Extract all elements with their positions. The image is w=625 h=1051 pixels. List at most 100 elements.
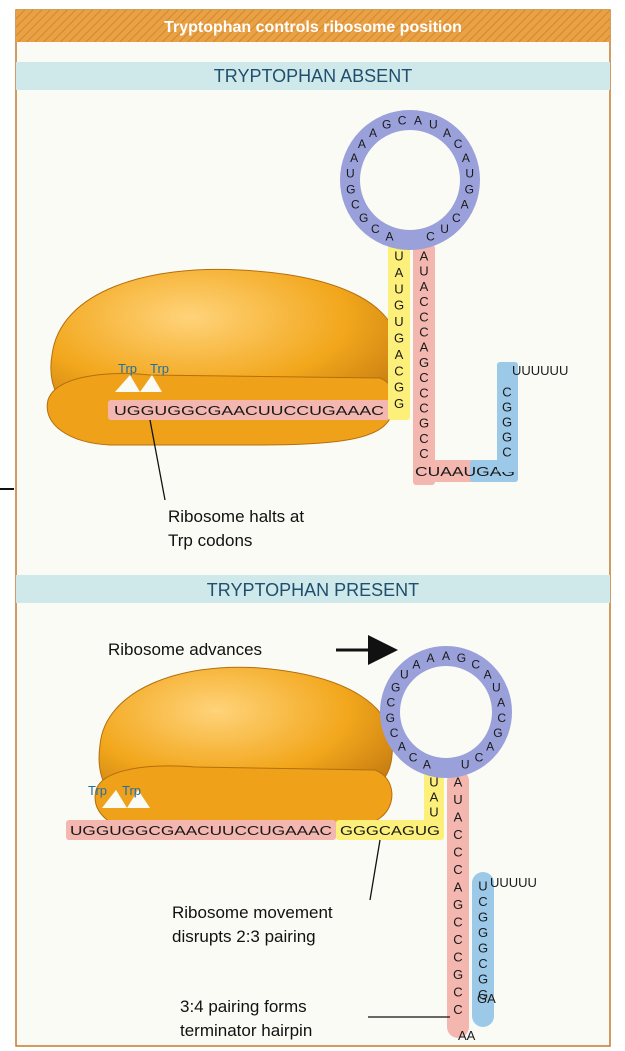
stem4-nucleotide: G: [502, 415, 512, 430]
stem4-nucleotide: C: [502, 385, 511, 400]
stem3-nucleotide: C: [453, 985, 462, 1000]
loop-nucleotide: C: [390, 726, 399, 740]
stem3-nucleotide: A: [454, 880, 463, 895]
banner-title: Tryptophan controls ribosome position: [164, 19, 462, 36]
ribosome-present: [95, 667, 392, 836]
loop-nucleotide: C: [371, 222, 380, 236]
trp-label-present-2: Trp: [122, 783, 141, 798]
loop-nucleotide: A: [442, 649, 450, 663]
loop-nucleotide: A: [358, 137, 366, 151]
trp-label-absent-1: Trp: [118, 361, 137, 376]
stem3-nucleotide: U: [419, 264, 428, 279]
halt-note-line1: Ribosome halts at: [168, 507, 304, 526]
stem4-nucleotide: G: [478, 972, 488, 987]
stem2-nucleotide: G: [394, 396, 404, 411]
stem2-nucleotide: U: [394, 314, 403, 329]
loop-nucleotide: A: [350, 151, 358, 165]
stem4-nucleotide: G: [502, 400, 512, 415]
stem3-nucleotide: C: [419, 431, 428, 446]
stem2-nucleotide: G: [394, 298, 404, 313]
stem2-nucleotide: U: [394, 249, 403, 264]
loop-nucleotide: A: [423, 758, 431, 772]
stem2-nucleotide: U: [394, 281, 403, 296]
loop-nucleotide: C: [454, 137, 463, 151]
halt-note-line2: Trp codons: [168, 531, 252, 550]
stem3-nucleotide: C: [419, 446, 428, 461]
loop-nucleotide: C: [475, 750, 484, 764]
stem4-nucleotide: G: [478, 925, 488, 940]
loop-nucleotide: G: [359, 211, 368, 225]
stem2-nucleotide: U: [429, 805, 438, 820]
loop-nucleotide: A: [461, 198, 469, 212]
loop-nucleotide: C: [497, 711, 506, 725]
stem3-nucleotide: C: [453, 845, 462, 860]
hairpin-ga: GA: [477, 991, 496, 1006]
stem3-nucleotide: G: [419, 416, 429, 431]
loop-nucleotide: A: [414, 114, 422, 128]
advance-label: Ribosome advances: [108, 640, 262, 659]
loop-nucleotide: A: [398, 739, 406, 753]
loop-nucleotide: G: [346, 182, 355, 196]
loop-nucleotide: G: [386, 711, 395, 725]
loop-nucleotide: G: [457, 651, 466, 665]
loop-nucleotide: U: [461, 758, 470, 772]
loop-nucleotide: U: [492, 680, 501, 694]
stem2-nucleotide: A: [395, 347, 404, 362]
present-title: TRYPTOPHAN PRESENT: [207, 580, 419, 600]
stem3-nucleotide: C: [419, 401, 428, 416]
loop-nucleotide: U: [429, 118, 438, 132]
stem2-nucleotide: C: [394, 363, 403, 378]
stem4-nucleotide: C: [478, 956, 487, 971]
loop-nucleotide: A: [484, 668, 492, 682]
loop-nucleotide: C: [409, 750, 418, 764]
loop-nucleotide: C: [471, 658, 480, 672]
disrupt-note-line1: Ribosome movement: [172, 903, 333, 922]
stem3-nucleotide: C: [453, 1002, 462, 1017]
hairpin-tip: AA: [458, 1028, 476, 1043]
stem3-nucleotide: A: [420, 279, 429, 294]
figure-panel: [16, 10, 610, 1046]
loop-nucleotide: C: [387, 695, 396, 709]
stem4-sequence-present: UCGGGCGG: [478, 879, 488, 1003]
stem3-nucleotide: C: [453, 827, 462, 842]
disrupt-note-line2: disrupts 2:3 pairing: [172, 927, 316, 946]
stem2-sequence-absent: UAUGUGACGG: [394, 249, 404, 412]
stem3-nucleotide: C: [419, 325, 428, 340]
stem4-nucleotide: C: [478, 894, 487, 909]
loop-nucleotide: A: [412, 658, 420, 672]
loop-nucleotide: A: [462, 151, 470, 165]
loop-nucleotide: C: [398, 114, 407, 128]
terminator-note-line2: terminator hairpin: [180, 1021, 312, 1040]
loop-nucleotide: G: [465, 182, 474, 196]
stem3-nucleotide: A: [420, 249, 429, 264]
stem2-nucleotide: G: [394, 331, 404, 346]
terminator-note-line1: 3:4 pairing forms: [180, 997, 307, 1016]
loop-nucleotide: G: [391, 680, 400, 694]
loop-nucleotide: G: [493, 726, 502, 740]
loop-nucleotide: A: [497, 695, 505, 709]
stem3-nucleotide: A: [454, 810, 463, 825]
loop-nucleotide: G: [382, 118, 391, 132]
stem3-nucleotide: C: [453, 950, 462, 965]
poly-u-absent: UUUUUU: [512, 363, 568, 378]
stem3-nucleotide: U: [453, 792, 462, 807]
stem3-nucleotide: G: [453, 967, 463, 982]
leader-seq-absent: UGGUGGCGAACUUCCUGAAAC: [114, 403, 384, 418]
loop-nucleotide: U: [400, 668, 409, 682]
stem4-nucleotide: G: [478, 910, 488, 925]
loop-nucleotide: A: [385, 229, 393, 243]
loop-nucleotide: A: [443, 126, 451, 140]
loop-nucleotide: C: [351, 198, 360, 212]
stem3-nucleotide: C: [453, 932, 462, 947]
trp-label-absent-2: Trp: [150, 361, 169, 376]
stem3-nucleotide: G: [453, 897, 463, 912]
leader-seq-present: UGGUGGCGAACUUCCUGAAAC: [70, 823, 332, 838]
stem2-nucleotide: A: [430, 790, 439, 805]
loop-nucleotide: U: [440, 222, 449, 236]
loop-nucleotide: C: [426, 229, 435, 243]
loop-nucleotide: A: [486, 739, 494, 753]
loop-nucleotide: A: [427, 651, 435, 665]
